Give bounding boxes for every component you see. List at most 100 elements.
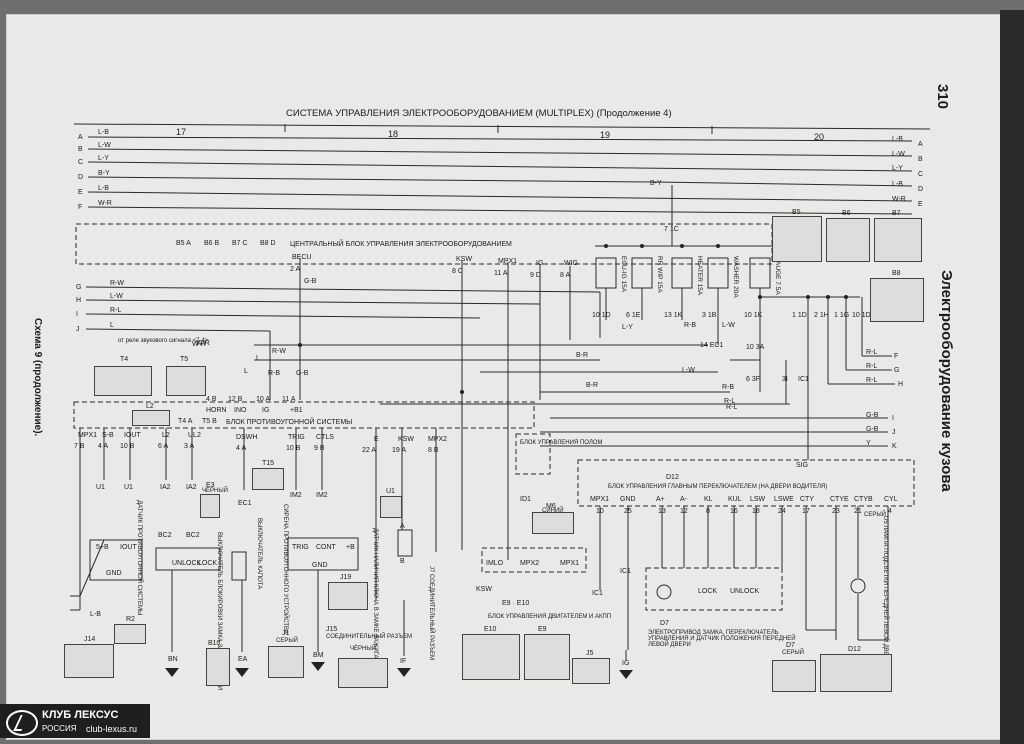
- alarm-pin-sb: S-B: [102, 432, 114, 439]
- connector-B8: [870, 278, 924, 322]
- cb-pin-9: 10 1D: [852, 312, 871, 319]
- connector-J1-label: J1: [282, 630, 290, 637]
- right-bus-I-letter: I: [892, 415, 894, 422]
- bus-B-wire: L-W: [98, 142, 111, 149]
- right-bus-K-wire: Y: [866, 440, 871, 447]
- master-pin-11: CTYB: [854, 496, 873, 503]
- horn-note: от реле звукового сигнала <7-4>: [118, 338, 209, 344]
- engine-pin-mpx1: MPX1: [560, 560, 580, 567]
- central-block-ref-3: B7 C: [232, 240, 248, 247]
- unit-ia2-a: IA2: [160, 484, 171, 491]
- connector-J15-caption: СОЕДИНИТЕЛЬНЫЙ РАЗЪЕМ: [326, 634, 412, 640]
- engine-pin-mpx2: MPX2: [520, 560, 540, 567]
- master-num-3: 13: [658, 508, 666, 515]
- alarm-pin-num-4: 6 A: [158, 443, 169, 450]
- door-lock-label: ЭЛЕКТРОПРИВОД ЗАМКА, ПЕРЕКЛЮЧАТЕЛЬ УПРАВ…: [648, 630, 796, 648]
- cb-pin-1: 10 1D: [592, 312, 611, 319]
- column-18: 18: [388, 129, 399, 139]
- connector-L2-label: L2: [146, 403, 154, 410]
- fuse-heater: HEATER 15A: [696, 256, 703, 296]
- connector-J14: [64, 644, 114, 678]
- trunk-pin-2: LOCK: [198, 560, 218, 567]
- courtesy-lamp-label: D5 ЛАМПА ПОДСВЕТКИ ПЕРЕДНЕЙ ЛЕВОЙ ДВЕРИ: [882, 516, 888, 665]
- ground-EA: [235, 668, 249, 677]
- right-bus-D-wire: L-B: [892, 181, 903, 188]
- connector-T5: [166, 366, 206, 396]
- connector-U1: [380, 496, 402, 518]
- cb-pin-4: 3 1B: [702, 312, 717, 319]
- club-lexus-logo[interactable]: КЛУБ ЛЕКСУС РОССИЯ club-lexus.ru: [0, 704, 150, 738]
- bus-B-letter: B: [78, 146, 83, 153]
- bus-C-letter: C: [78, 159, 84, 166]
- pin-ksw-num: 8 C: [452, 268, 463, 275]
- connector-B7: [874, 218, 922, 262]
- pin-ksw-name: KSW: [456, 256, 472, 263]
- bus-J-letter: J: [76, 326, 80, 333]
- ground-BM: [311, 662, 325, 671]
- central-block-ref-2: B6 B: [204, 240, 220, 247]
- right-bus-A-letter: A: [918, 141, 923, 148]
- master-num-8: 24: [778, 508, 786, 515]
- alarm-pin-num-7: 10 B: [286, 445, 301, 452]
- wire-label-14: L-B: [90, 611, 101, 618]
- connector-T4-label: T4: [120, 356, 129, 363]
- wire-label-5: L-W: [722, 322, 735, 329]
- cb-pin-6: 1 1D: [792, 312, 807, 319]
- fuse-washer: WASHER 20A: [732, 256, 739, 298]
- cb-extra-1: 7 1C: [664, 226, 679, 233]
- door-lock-ref: D7: [660, 620, 669, 627]
- right-bus-J-letter: J: [892, 429, 896, 436]
- cb-pin-8: 1 1G: [834, 312, 850, 319]
- wire-label-11: R-L: [726, 404, 738, 411]
- alarm-pin-num-5: 3 A: [184, 443, 195, 450]
- connector-M6-color: СИНИЙ: [542, 508, 564, 514]
- cb-pin-2: 6 1E: [626, 312, 641, 319]
- cb-pin-5: 10 1K: [744, 312, 763, 319]
- master-pin-5: KL: [704, 496, 713, 503]
- cb-pin-3: 13 1K: [664, 312, 683, 319]
- bus-J-wire: L: [110, 322, 114, 329]
- alarm-pin-num-11: 8 B: [428, 447, 439, 454]
- column-17: 17: [176, 127, 187, 137]
- alarm-pin-e: E: [374, 436, 379, 443]
- master-pin-12: CYL: [884, 496, 898, 503]
- pin-becu-wire: G-B: [304, 278, 317, 285]
- bus-H-letter: H: [76, 297, 82, 304]
- cb-extra-5: 3I: [782, 376, 788, 383]
- unit-id1: ID1: [520, 496, 531, 503]
- connector-E9-label: E9: [538, 626, 547, 633]
- alarm-wire-2: L: [244, 368, 248, 375]
- bus-E-wire: L-B: [98, 185, 109, 192]
- connector-J19: [328, 582, 368, 610]
- pin-wig-num: 8 A: [560, 272, 571, 279]
- right-bus-F-letter: F: [894, 353, 899, 360]
- right-bus-C-wire: L-Y: [892, 165, 903, 172]
- intruder-pin-1: 5+B: [96, 544, 109, 551]
- right-bus-I-wire: G-B: [866, 412, 879, 419]
- connector-T15-label: T15: [262, 460, 275, 467]
- connector-T5-label: T5: [180, 356, 189, 363]
- column-19: 19: [600, 130, 611, 140]
- alarm-pin-mpx1: MPX1: [78, 432, 98, 439]
- connector-D7-color: СЕРЫЙ: [782, 650, 804, 656]
- alarm-pin-num-6: 4 A: [236, 445, 247, 452]
- alarm-horn-pin: 4 B: [206, 396, 217, 403]
- right-bus-A-wire: L-B: [892, 136, 903, 143]
- alarm-pin-ul2: UL2: [188, 432, 201, 439]
- right-bus-H-letter: H: [898, 381, 904, 388]
- wire-label-9: R-B: [722, 384, 735, 391]
- right-bus-H-wire: R-L: [866, 377, 878, 384]
- unit-u1-b: U1: [124, 484, 133, 491]
- ground-IG-label: IG: [622, 660, 630, 667]
- connector-B5: [772, 216, 822, 262]
- trunk-pin-1: UNLOCK: [172, 560, 202, 567]
- alarm-pin-num-10: 19 A: [392, 447, 407, 454]
- pin-mpx1-name: MPX1: [498, 258, 518, 265]
- connector-R2: [114, 624, 146, 644]
- intruder-pin-2: IOUT: [120, 544, 137, 551]
- intruder-pin-3: GND: [106, 570, 122, 577]
- unit-ic1-b: IC1: [620, 568, 631, 575]
- ground-BN: [165, 668, 179, 677]
- master-num-9: 17: [802, 508, 810, 515]
- binding-gutter: [1000, 10, 1024, 744]
